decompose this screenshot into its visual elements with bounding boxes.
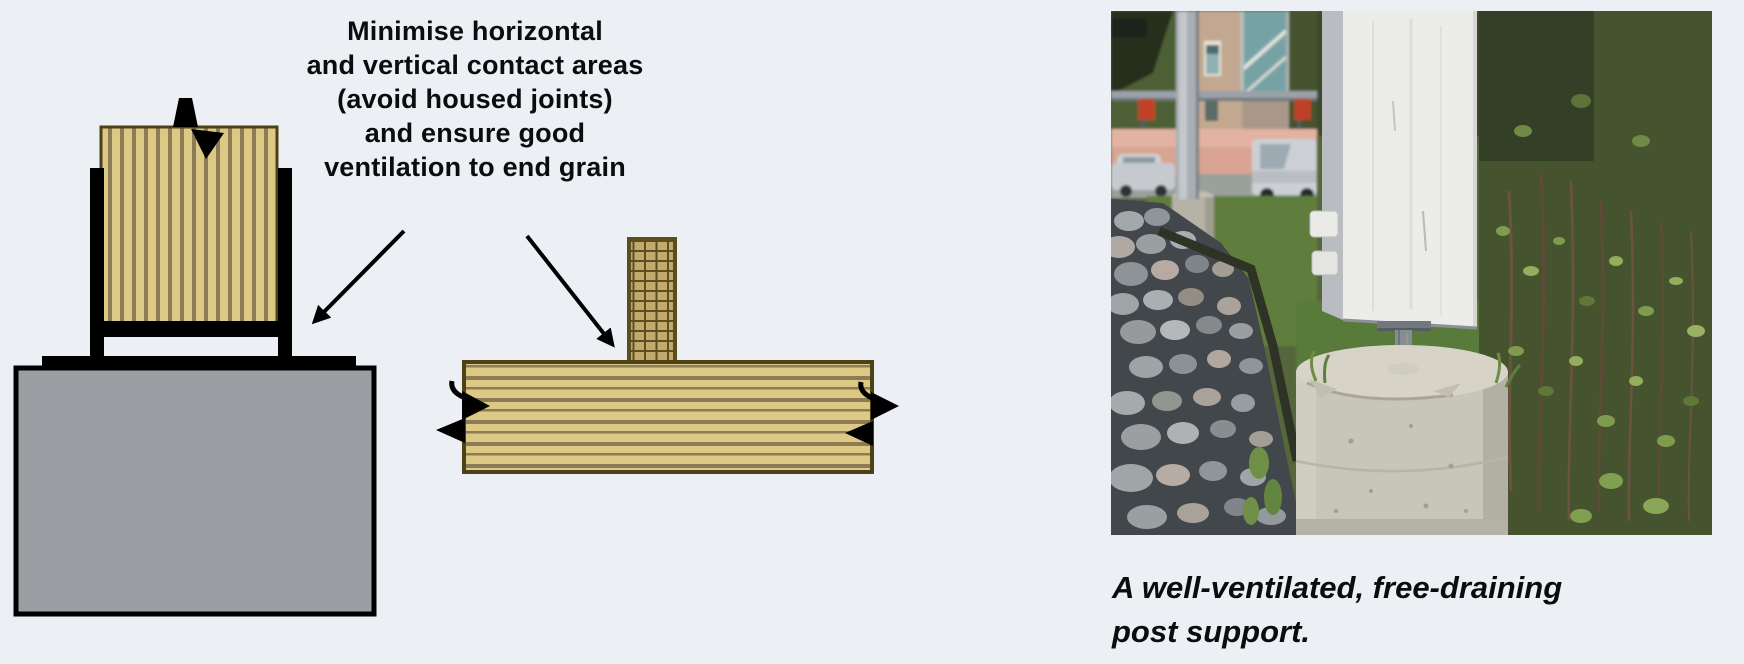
red-panel-right [1294, 99, 1311, 120]
balcony-glazing [1240, 11, 1290, 99]
timber-post [99, 125, 279, 326]
pointer-arrow-to-bearing [525, 234, 615, 348]
pointer-arrow-to-shoe [311, 229, 406, 325]
steel-base-plate [42, 356, 356, 369]
steel-shoe-left-side [90, 168, 104, 361]
horizontal-beam [462, 360, 874, 474]
post-on-footing-diagram [13, 98, 377, 617]
caption-line-1: A well-ventilated, free-draining [1112, 570, 1563, 605]
concrete-cylinder-footing [1295, 345, 1509, 535]
annotation-line-3: (avoid housed joints) [337, 84, 613, 114]
timber-edging [1157, 226, 1302, 462]
beam-bearing-diagram [436, 237, 899, 474]
end-grain-moisture-arrows-left [436, 380, 490, 443]
railing [1111, 91, 1317, 99]
annotation-line-5: ventilation to end grain [324, 152, 626, 182]
vertical-post-end-grain [627, 237, 677, 364]
concrete-footing [13, 365, 377, 617]
photo-caption: A well-ventilated, free-draining post su… [1112, 566, 1672, 654]
parked-car [1111, 154, 1175, 197]
post-support-photo [1111, 11, 1712, 535]
annotation-line-2: and vertical contact areas [306, 50, 644, 80]
stone-riprap [1111, 199, 1303, 535]
steel-shoe-bottom-bar [90, 321, 292, 337]
white-timber-post [1309, 11, 1478, 330]
annotation-line-4: and ensure good [364, 118, 586, 148]
annotation-text: Minimise horizontal and vertical contact… [260, 14, 690, 184]
bushes [1479, 11, 1712, 535]
end-grain-moisture-arrow-icon [173, 98, 224, 159]
annotation-line-1: Minimise horizontal [347, 16, 603, 46]
post-fitting-lower [1311, 250, 1339, 276]
post-fitting-upper [1309, 210, 1339, 238]
annotation-pointer-arrows [311, 229, 615, 348]
red-panel-left [1138, 99, 1155, 120]
caption-line-2: post support. [1112, 614, 1311, 649]
grass-tufts [1309, 350, 1522, 388]
steel-shoe-right-side [278, 168, 292, 361]
parked-van [1252, 139, 1317, 202]
end-grain-moisture-arrows-right [845, 381, 899, 446]
timber-detailing-diagram [13, 98, 899, 617]
